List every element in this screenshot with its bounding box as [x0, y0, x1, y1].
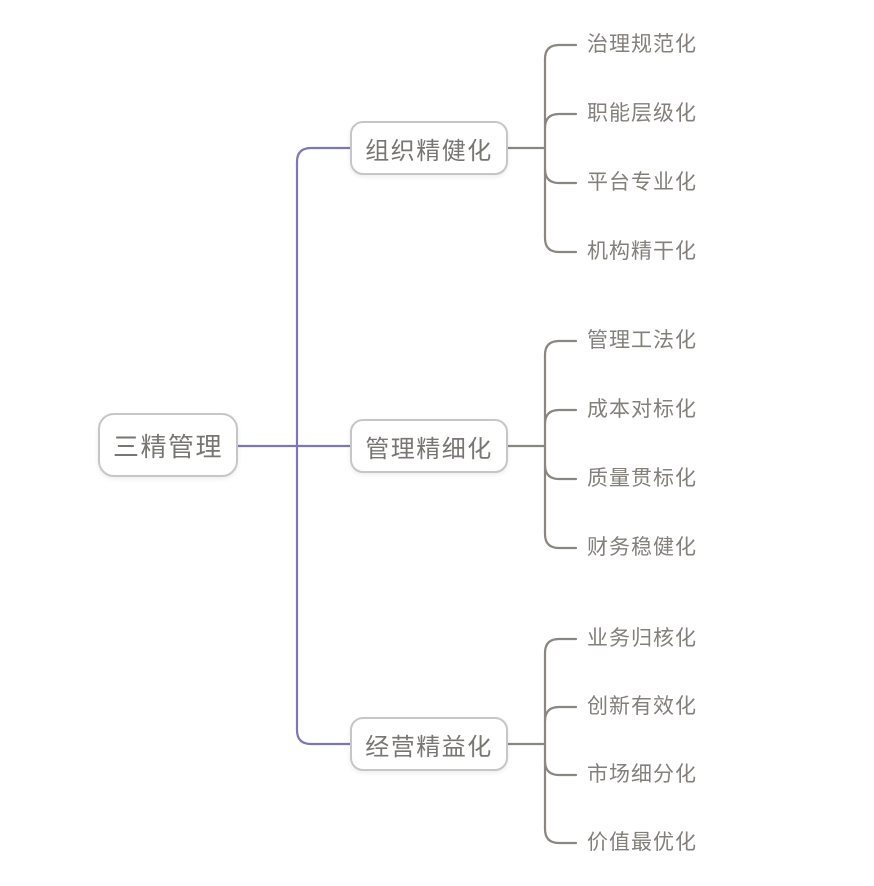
- connector-branch2-child2: [543, 408, 578, 426]
- child-label[interactable]: 市场细分化: [587, 763, 697, 786]
- connector-branch1-child3: [543, 167, 578, 185]
- child-connectors-branch2: [506, 339, 578, 550]
- child-label[interactable]: 治理规范化: [587, 33, 697, 56]
- connector-branch1-trunk: [543, 43, 578, 254]
- branch-node-organization[interactable]: 组织精健化: [350, 121, 508, 175]
- child-label[interactable]: 机构精干化: [587, 240, 697, 263]
- child-label[interactable]: 创新有效化: [587, 695, 697, 718]
- connector-branch3-child2: [543, 705, 578, 723]
- connector-root-branch1-branch3: [295, 146, 352, 746]
- child-connectors-branch1: [506, 43, 578, 254]
- connector-branch3-trunk: [543, 637, 578, 845]
- primary-connectors: [236, 146, 352, 746]
- child-connectors-branch3: [506, 637, 578, 845]
- child-label[interactable]: 价值最优化: [587, 831, 697, 854]
- root-node[interactable]: 三精管理: [98, 413, 238, 477]
- connector-branch2-trunk: [543, 339, 578, 550]
- connector-branch1-child2: [543, 112, 578, 130]
- child-label[interactable]: 质量贯标化: [587, 467, 697, 490]
- child-label[interactable]: 财务稳健化: [587, 536, 697, 559]
- child-label[interactable]: 管理工法化: [587, 329, 697, 352]
- connector-branch3-child3: [543, 759, 578, 777]
- branch-node-operation[interactable]: 经营精益化: [350, 717, 508, 771]
- branch-node-management[interactable]: 管理精细化: [350, 419, 508, 473]
- child-label[interactable]: 成本对标化: [587, 398, 697, 421]
- connector-branch2-child3: [543, 463, 578, 481]
- child-label[interactable]: 业务归核化: [587, 627, 697, 650]
- child-label[interactable]: 平台专业化: [587, 171, 697, 194]
- child-label[interactable]: 职能层级化: [587, 102, 697, 125]
